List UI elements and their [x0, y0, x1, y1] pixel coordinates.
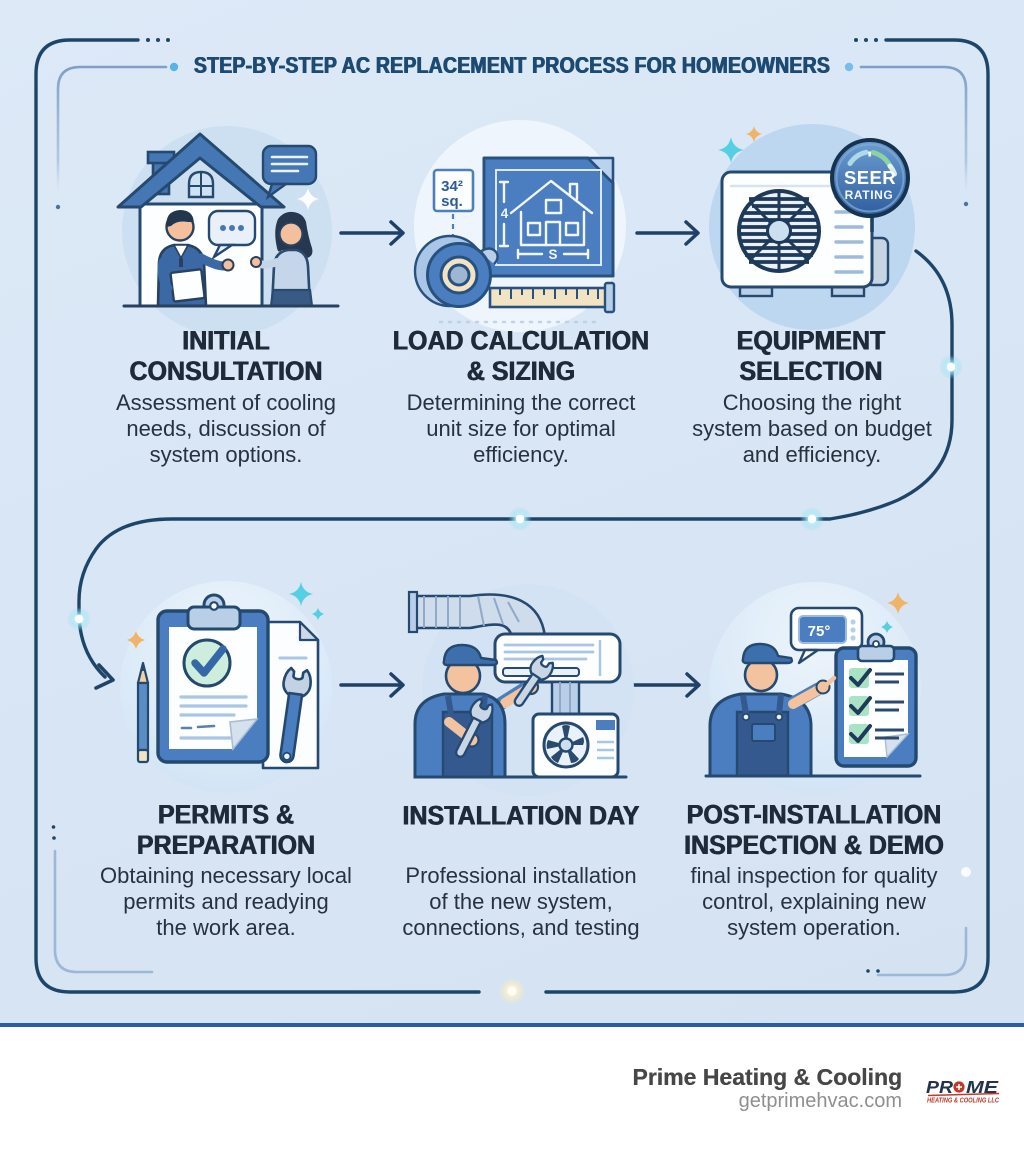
svg-text:PR: PR — [926, 1077, 953, 1097]
svg-text:75°: 75° — [808, 623, 831, 640]
svg-text:HEATING & COOLING LLC: HEATING & COOLING LLC — [927, 1098, 1000, 1105]
svg-text:RATING: RATING — [845, 188, 894, 202]
svg-text:4: 4 — [501, 206, 509, 221]
svg-text:sq.: sq. — [441, 193, 463, 210]
svg-text:S: S — [548, 247, 557, 262]
svg-text:34²: 34² — [441, 178, 463, 195]
svg-text:ME: ME — [966, 1077, 1000, 1097]
svg-text:SEER: SEER — [844, 167, 896, 188]
